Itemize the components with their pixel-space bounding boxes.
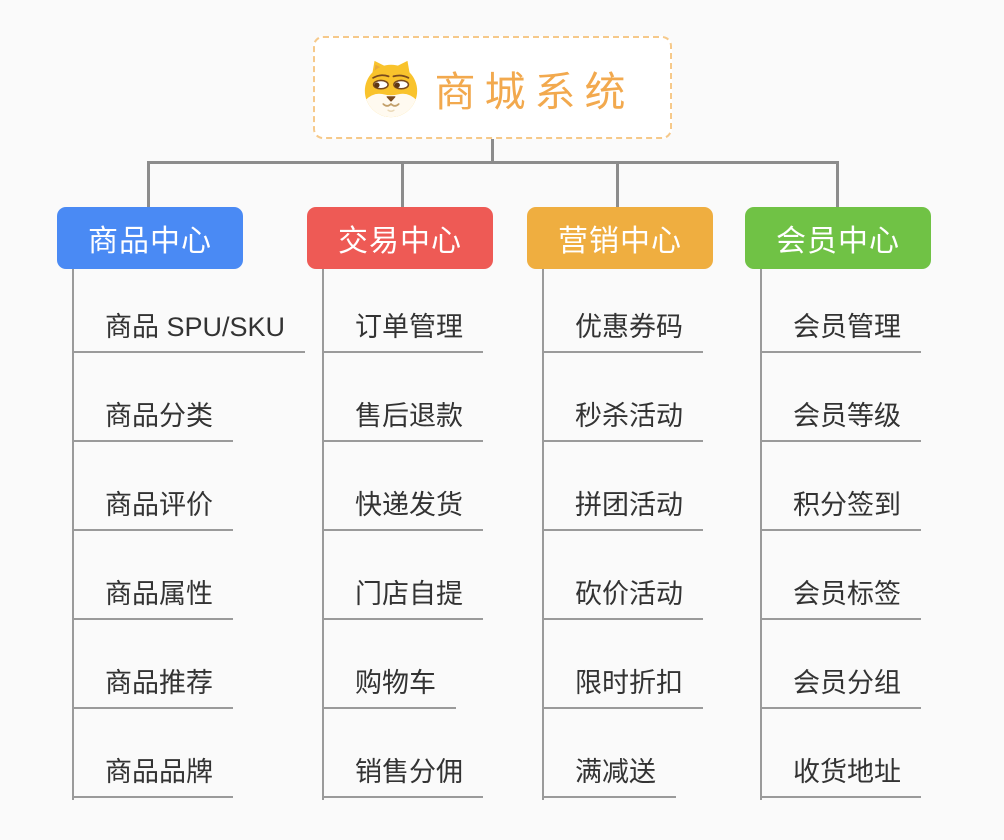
leaf-item[interactable]: 快递发货	[322, 442, 483, 531]
leaf-item[interactable]: 会员分组	[760, 620, 921, 709]
branch-column-marketing: 营销中心 优惠券码 秒杀活动 拼团活动 砍价活动 限时折扣 满减送	[527, 207, 777, 800]
leaf-item[interactable]: 销售分佣	[322, 709, 483, 798]
branch-trunk-line	[322, 269, 324, 800]
branch-header-marketing[interactable]: 营销中心	[527, 207, 713, 269]
connector-drop-branch-4	[836, 161, 839, 208]
connector-drop-branch-2	[401, 161, 404, 208]
leaf-item[interactable]: 积分签到	[760, 442, 921, 531]
connector-drop-branch-1	[147, 161, 150, 208]
branch-header-products[interactable]: 商品中心	[57, 207, 243, 269]
leaf-item[interactable]: 秒杀活动	[542, 353, 703, 442]
root-label: 商城系统	[434, 68, 635, 115]
leaf-item[interactable]: 商品评价	[72, 442, 305, 531]
leaf-item[interactable]: 商品分类	[72, 353, 305, 442]
leaf-item[interactable]: 商品品牌	[72, 709, 305, 798]
root-node[interactable]: 商城系统	[313, 36, 672, 139]
leaf-item[interactable]: 优惠券码	[542, 269, 703, 353]
connector-root-drop	[491, 139, 494, 162]
connector-horizontal-line	[147, 161, 839, 164]
leaf-item[interactable]: 会员管理	[760, 269, 921, 353]
leaf-item[interactable]: 商品属性	[72, 531, 305, 620]
leaf-item[interactable]: 商品推荐	[72, 620, 305, 709]
branch-trunk-line	[72, 269, 74, 800]
leaf-item[interactable]: 会员标签	[760, 531, 921, 620]
leaf-item[interactable]: 满减送	[542, 709, 703, 798]
leaf-item[interactable]: 拼团活动	[542, 442, 703, 531]
dog-face-icon	[360, 57, 422, 119]
leaf-item[interactable]: 限时折扣	[542, 620, 703, 709]
leaf-item[interactable]: 售后退款	[322, 353, 483, 442]
branch-trunk-line	[542, 269, 544, 800]
branch-header-trade[interactable]: 交易中心	[307, 207, 493, 269]
leaf-item[interactable]: 会员等级	[760, 353, 921, 442]
leaf-item[interactable]: 商品 SPU/SKU	[72, 269, 306, 353]
branch-column-members: 会员中心 会员管理 会员等级 积分签到 会员标签 会员分组 收货地址	[745, 207, 995, 800]
leaf-item[interactable]: 门店自提	[322, 531, 483, 620]
leaf-item[interactable]: 砍价活动	[542, 531, 703, 620]
leaf-item[interactable]: 购物车	[322, 620, 483, 709]
branch-trunk-line	[760, 269, 762, 800]
branch-column-trade: 交易中心 订单管理 售后退款 快递发货 门店自提 购物车 销售分佣	[307, 207, 557, 800]
leaf-item[interactable]: 收货地址	[760, 709, 921, 798]
connector-drop-branch-3	[616, 161, 619, 208]
leaf-item[interactable]: 订单管理	[322, 269, 483, 353]
branch-header-members[interactable]: 会员中心	[745, 207, 931, 269]
branch-column-products: 商品中心 商品 SPU/SKU 商品分类 商品评价 商品属性 商品推荐 商品品牌	[57, 207, 307, 800]
